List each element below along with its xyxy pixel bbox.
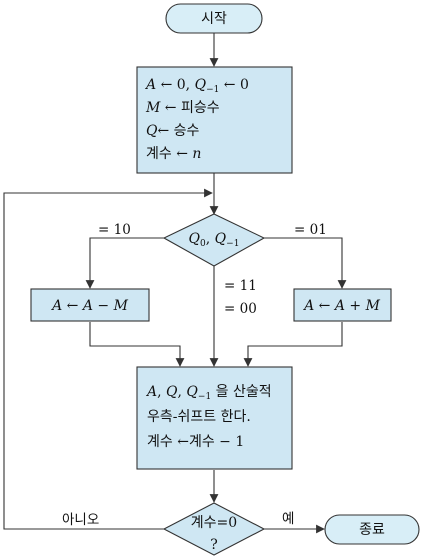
arrow-sub-shift [89,322,185,367]
edge-label-yes: 예 [282,511,294,527]
edge-label-01: = 01 [294,222,327,238]
decision-diamond [162,213,266,267]
add-box [293,288,392,322]
start-terminal [165,3,263,34]
add-label: A ← A + M [302,298,381,314]
edge-label-no: 아니오 [62,512,99,528]
init-line-1: A ← 0, Q−1 ← 0 [144,77,249,95]
edge-label-00: = 00 [224,301,257,317]
arrow-loop-back [3,188,213,530]
shift-line-2: 우측-쉬프트 한다. [147,409,251,425]
edge-label-10: = 10 [98,222,131,238]
shift-box [136,366,293,470]
subtract-box [30,288,150,322]
edge-label-11: = 11 [224,278,257,294]
shift-line-3: 계수 ←계수 − 1 [147,434,244,450]
end-terminal [324,514,420,545]
init-line-4: 계수 ← n [146,146,201,162]
init-box [136,66,293,174]
end-label: 종료 [359,522,385,538]
end-check-question: ? [210,537,218,553]
init-line-3: Q← 승수 [146,123,200,139]
init-line-2: M ← 피승수 [145,100,220,116]
arrow-decision-sub [85,237,164,289]
subtract-label: A ← A − M [50,298,129,314]
shift-line-1: A, Q, Q−1 을 산술적 [145,384,272,402]
end-check-diamond [162,502,266,556]
start-label: 시작 [201,11,227,27]
arrow-decision-add [264,237,347,289]
decision-label: Q0, Q−1 [189,231,240,249]
arrow-add-shift [243,322,343,367]
connectors [3,33,347,534]
end-check-label: 계수=0 [191,515,237,531]
